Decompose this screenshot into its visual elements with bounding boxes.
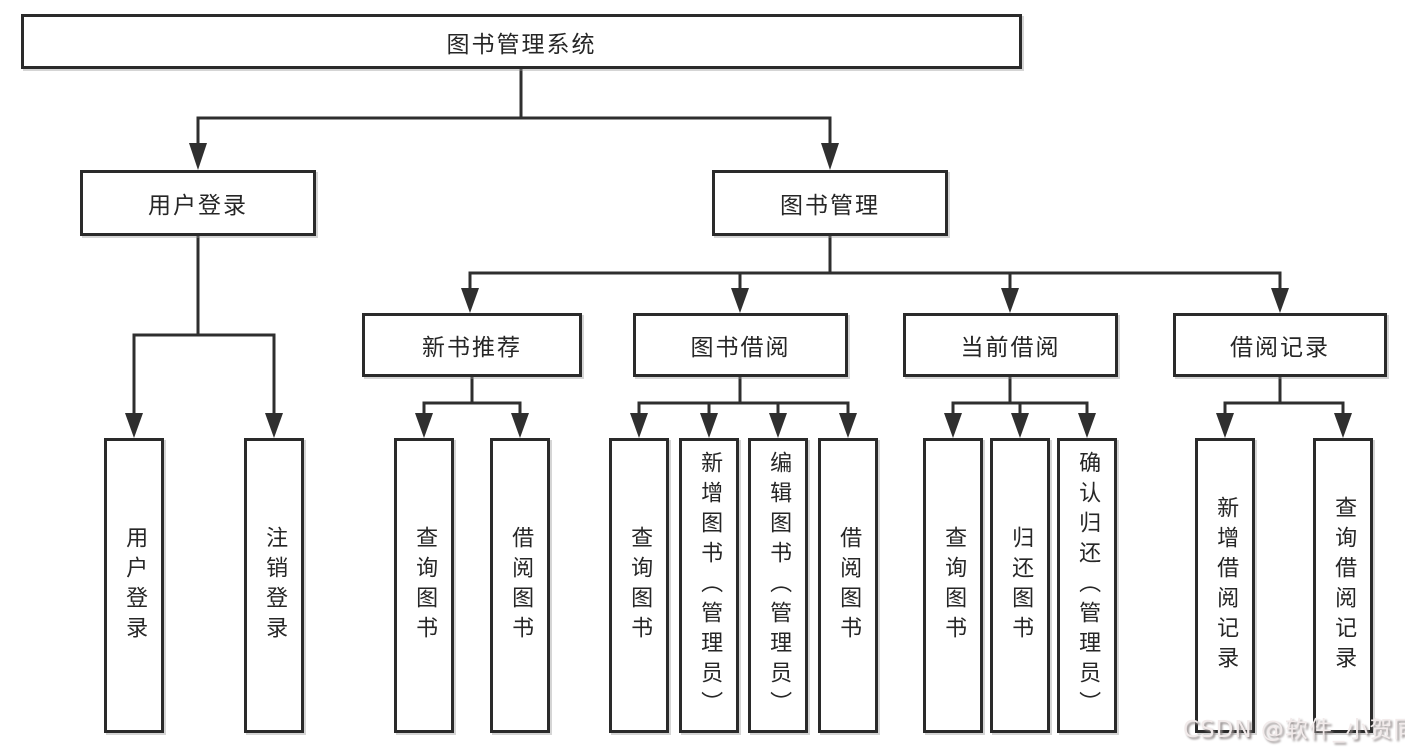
- arrowhead-icon: [1271, 288, 1289, 313]
- arrowhead-icon: [944, 413, 962, 438]
- arrowhead-icon: [461, 288, 479, 313]
- leaf-add-book-admin: 新增图书（管理员）: [679, 438, 739, 733]
- node-book-borrowing: 图书借阅: [633, 313, 848, 377]
- arrowhead-icon: [769, 413, 787, 438]
- arrowhead-icon: [265, 413, 283, 438]
- leaf-query-books-recommend: 查询图书: [394, 438, 454, 733]
- arrowhead-icon: [700, 413, 718, 438]
- arrowhead-icon: [1011, 413, 1029, 438]
- leaf-borrow-books-recommend: 借阅图书: [490, 438, 550, 733]
- csdn-watermark: CSDN @软件_小贺同学: [1183, 717, 1405, 743]
- arrowhead-icon: [1334, 413, 1352, 438]
- arrowhead-icon: [821, 143, 839, 170]
- leaf-query-borrow-record: 查询借阅记录: [1313, 438, 1373, 733]
- node-book-management: 图书管理: [712, 170, 948, 236]
- arrowhead-icon: [1216, 413, 1234, 438]
- arrowhead-icon: [1078, 413, 1096, 438]
- leaf-logout: 注销登录: [244, 438, 304, 733]
- arrowhead-icon: [630, 413, 648, 438]
- arrowhead-icon: [1001, 288, 1019, 313]
- arrowhead-icon: [125, 413, 143, 438]
- leaf-edit-book-admin: 编辑图书（管理员）: [748, 438, 808, 733]
- leaf-return-books: 归还图书: [990, 438, 1050, 733]
- arrowhead-icon: [415, 413, 433, 438]
- node-book-management-system: 图书管理系统: [21, 14, 1022, 69]
- leaf-borrow-books-borrowing: 借阅图书: [818, 438, 878, 733]
- leaf-user-login: 用户登录: [104, 438, 164, 733]
- arrowhead-icon: [511, 413, 529, 438]
- arrowhead-icon: [731, 288, 749, 313]
- leaf-confirm-return-admin: 确认归还（管理员）: [1057, 438, 1117, 733]
- node-borrowing-records: 借阅记录: [1173, 313, 1387, 377]
- arrowhead-icon: [189, 143, 207, 170]
- node-user-login: 用户登录: [80, 170, 316, 236]
- leaf-add-borrow-record: 新增借阅记录: [1195, 438, 1255, 733]
- leaf-query-books-current: 查询图书: [923, 438, 983, 733]
- leaf-query-books-borrowing: 查询图书: [609, 438, 669, 733]
- node-new-book-recommendation: 新书推荐: [362, 313, 582, 377]
- arrowhead-icon: [839, 413, 857, 438]
- node-current-borrowing: 当前借阅: [903, 313, 1118, 377]
